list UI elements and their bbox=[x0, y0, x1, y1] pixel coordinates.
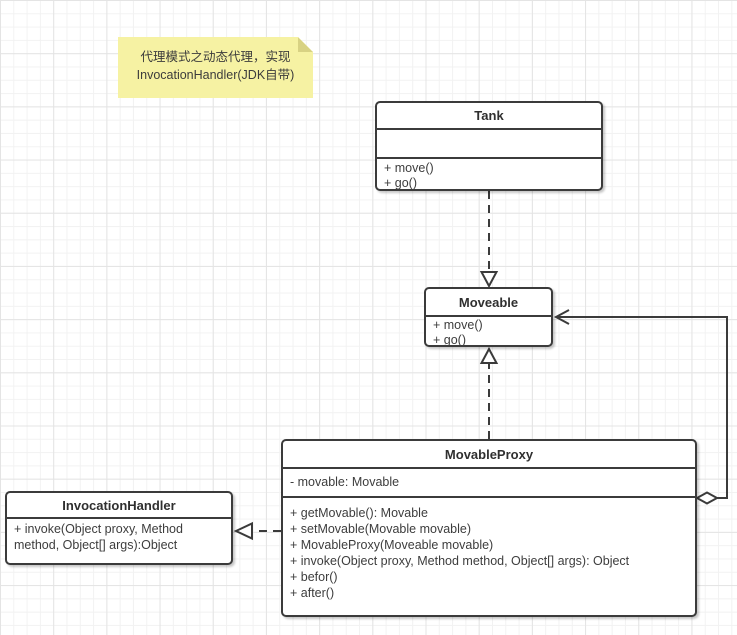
method-item: + MovableProxy(Moveable movable) bbox=[290, 538, 494, 552]
class-box-moveable[interactable]: Moveable + move() + go() bbox=[424, 287, 553, 347]
class-box-invocationhandler[interactable]: InvocationHandler + invoke(Object proxy,… bbox=[5, 491, 233, 565]
attributes-section-tank-empty bbox=[377, 130, 601, 159]
class-box-tank[interactable]: Tank + move() + go() bbox=[375, 101, 603, 191]
method-item: + invoke(Object proxy, Method method, Ob… bbox=[14, 522, 183, 552]
hollow-triangle-arrowhead bbox=[479, 346, 499, 364]
methods-section-moveable: + move() + go() bbox=[426, 317, 551, 350]
method-item: + invoke(Object proxy, Method method, Ob… bbox=[290, 554, 630, 568]
method-item: + move() bbox=[384, 161, 434, 175]
realization-arrow-movableproxy-to-moveable[interactable] bbox=[479, 346, 499, 439]
method-item: + go() bbox=[384, 176, 418, 190]
aggregation-link-movableproxy-to-moveable[interactable] bbox=[553, 309, 728, 505]
method-item: + move() bbox=[433, 318, 483, 332]
attribute-item: - movable: Movable bbox=[290, 475, 400, 489]
note-text-line2: InvocationHandler(JDK自带) bbox=[136, 68, 295, 82]
method-item: + befor() bbox=[290, 570, 338, 584]
method-item: + getMovable(): Movable bbox=[290, 506, 428, 520]
methods-section-invocationhandler: + invoke(Object proxy, Method method, Ob… bbox=[7, 519, 231, 563]
note-text-line1: 代理模式之动态代理，实现 bbox=[140, 50, 291, 64]
sticky-note[interactable]: 代理模式之动态代理，实现 InvocationHandler(JDK自带) bbox=[118, 37, 313, 98]
realization-arrow-tank-to-moveable[interactable] bbox=[479, 191, 499, 289]
methods-section-tank: + move() + go() bbox=[377, 159, 601, 193]
class-name-movableproxy: MovableProxy bbox=[283, 441, 695, 469]
class-name-moveable: Moveable bbox=[426, 289, 551, 317]
methods-section-movableproxy: + getMovable(): Movable + setMovable(Mov… bbox=[283, 498, 695, 615]
method-item: + after() bbox=[290, 586, 335, 600]
open-arrowhead bbox=[553, 309, 570, 325]
solid-line bbox=[557, 316, 728, 499]
class-name-tank: Tank bbox=[377, 103, 601, 130]
class-box-movableproxy[interactable]: MovableProxy - movable: Movable + getMov… bbox=[281, 439, 697, 617]
aggregation-diamond bbox=[694, 491, 720, 505]
hollow-triangle-arrowhead bbox=[233, 521, 253, 541]
method-item: + go() bbox=[433, 333, 467, 347]
hollow-triangle-arrowhead bbox=[479, 271, 499, 289]
method-item: + setMovable(Movable movable) bbox=[290, 522, 471, 536]
attributes-section-movableproxy: - movable: Movable bbox=[283, 469, 695, 498]
realization-arrow-movableproxy-to-invocationhandler[interactable] bbox=[233, 521, 281, 541]
class-name-invocationhandler: InvocationHandler bbox=[7, 493, 231, 519]
